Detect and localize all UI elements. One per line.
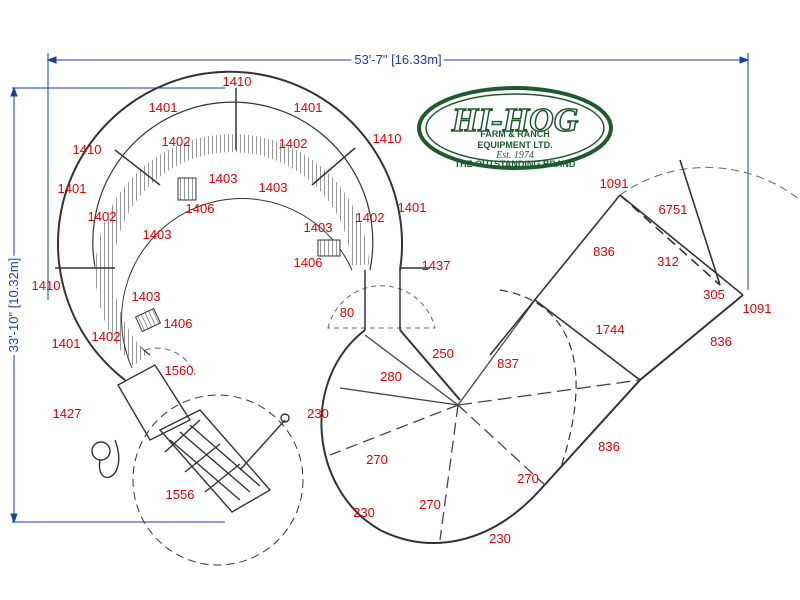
- dimension-lines: [10, 53, 750, 524]
- part-label-1401: 1401: [398, 200, 427, 215]
- part-label-1406: 1406: [294, 255, 323, 270]
- part-label-230: 230: [489, 531, 511, 546]
- part-label-270: 270: [419, 497, 441, 512]
- part-label-836: 836: [710, 334, 732, 349]
- logo-line2: EQUIPMENT LTD.: [477, 140, 552, 150]
- part-label-270: 270: [517, 471, 539, 486]
- part-label-1091: 1091: [743, 301, 772, 316]
- part-label-837: 837: [497, 356, 519, 371]
- part-label-1401: 1401: [149, 100, 178, 115]
- part-label-230: 230: [307, 406, 329, 421]
- part-label-1403: 1403: [143, 227, 172, 242]
- height-dimension: 33'-10" [10.32m]: [6, 258, 21, 353]
- crowding-alley: [489, 159, 744, 381]
- part-label-1410: 1410: [73, 142, 102, 157]
- width-dimension: 53'-7" [16.33m]: [354, 52, 441, 67]
- squeeze-chute: [91, 364, 290, 513]
- part-label-1403: 1403: [259, 180, 288, 195]
- part-label-1402: 1402: [356, 210, 385, 225]
- ring-posts: [55, 88, 430, 269]
- part-label-1406: 1406: [186, 201, 215, 216]
- part-label-1410: 1410: [32, 278, 61, 293]
- logo-line1: FARM & RANCH: [480, 129, 550, 139]
- part-label-1403: 1403: [209, 171, 238, 186]
- part-label-1091: 1091: [600, 176, 629, 191]
- gate-panels: [134, 177, 341, 333]
- part-label-1560: 1560: [165, 363, 194, 378]
- part-label-836: 836: [598, 439, 620, 454]
- part-label-1744: 1744: [596, 322, 625, 337]
- part-label-836: 836: [593, 244, 615, 259]
- logo-tagline: THE OUTSTANDING BRAND: [455, 159, 576, 169]
- circular-alley: [57, 70, 403, 381]
- part-label-1401: 1401: [294, 100, 323, 115]
- part-label-1401: 1401: [52, 336, 81, 351]
- swing-arc-1556: [132, 394, 304, 566]
- part-label-6751: 6751: [659, 202, 688, 217]
- part-label-1403: 1403: [304, 220, 333, 235]
- part-label-230: 230: [353, 505, 375, 520]
- logo-est: Est. 1974: [495, 150, 534, 161]
- sweep-arms: [329, 299, 641, 541]
- part-label-305: 305: [703, 287, 725, 302]
- swing-arc-1560: [144, 347, 196, 376]
- logo-brand: HI-HOG: [451, 102, 579, 139]
- part-label-1402: 1402: [162, 134, 191, 149]
- sweep-tub: [320, 289, 744, 544]
- part-label-80: 80: [340, 305, 354, 320]
- part-label-1402: 1402: [92, 329, 121, 344]
- part-label-1406: 1406: [164, 316, 193, 331]
- part-label-1402: 1402: [88, 209, 117, 224]
- part-label-1427: 1427: [53, 406, 82, 421]
- part-label-1403: 1403: [132, 289, 161, 304]
- part-label-312: 312: [657, 254, 679, 269]
- part-label-1401: 1401: [58, 181, 87, 196]
- part-label-1410: 1410: [223, 74, 252, 89]
- part-label-250: 250: [432, 346, 454, 361]
- part-label-1402: 1402: [279, 136, 308, 151]
- part-label-270: 270: [366, 452, 388, 467]
- gate-arc-80: [327, 285, 436, 329]
- part-label-1437: 1437: [422, 258, 451, 273]
- crowding-arc: [619, 166, 800, 201]
- part-labels: 1410 1401 1401 1410 1410 1402 1402 1403 …: [32, 74, 772, 546]
- part-label-1410: 1410: [373, 131, 402, 146]
- part-label-280: 280: [380, 369, 402, 384]
- part-label-1556: 1556: [166, 487, 195, 502]
- hi-hog-logo: HI-HOG FARM & RANCH EQUIPMENT LTD. Est. …: [417, 86, 613, 170]
